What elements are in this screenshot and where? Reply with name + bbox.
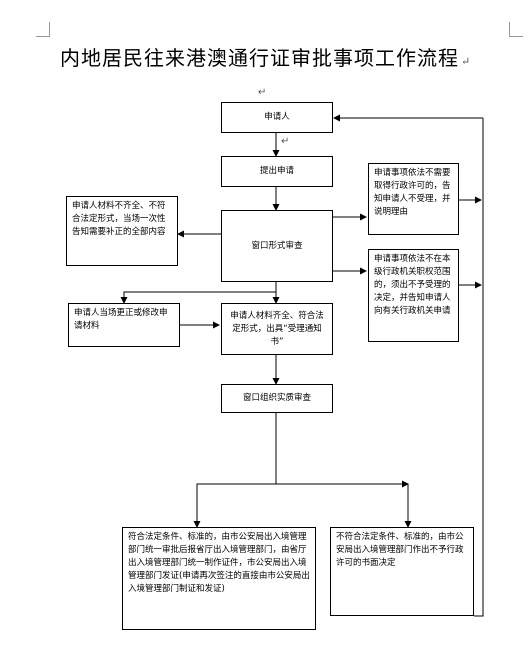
page-corner-mark-right-h bbox=[509, 36, 523, 37]
return-mark-a: ↵ bbox=[258, 87, 266, 98]
page-corner-mark-right-v bbox=[509, 22, 510, 36]
return-mark: ↵ bbox=[461, 55, 472, 68]
box-rejected: 不符合法定条件、标准的，由市公安局出入境管理部门作出不予行政许可的书面决定 bbox=[330, 527, 474, 616]
box-substantive-review: 窗口组织实质审查 bbox=[221, 384, 333, 413]
page-corner-mark-left-v bbox=[49, 22, 50, 36]
document-title-text: 内地居民往来港澳通行证审批事项工作流程 bbox=[60, 46, 459, 70]
arrow-review-to-branch bbox=[120, 282, 277, 304]
box-incomplete-materials: 申请人材料不齐全、不符合法定形式，当场一次性告知需要补正的全部内容 bbox=[66, 196, 178, 266]
box-no-permit-needed: 申请事项依法不需要取得行政许可的，告知申请人不受理，并说明理由 bbox=[368, 163, 459, 235]
box-correction: 申请人当场更正或修改申请材料 bbox=[68, 303, 180, 347]
return-mark-b: ↵ bbox=[281, 136, 289, 147]
box-out-of-scope: 申请事项依法不在本级行政机关职权范围的，须出不予受理的决定，并告知申请人向有关行… bbox=[368, 249, 459, 342]
box-submit: 提出申请 bbox=[221, 156, 333, 187]
box-approved: 符合法定条件、标准的，由市公安局出入境管理部门统一审批后报省厅出入境管理部门，由… bbox=[122, 527, 316, 630]
box-window-review: 窗口形式审查 bbox=[221, 210, 333, 282]
page-corner-mark-left-h bbox=[36, 36, 50, 37]
box-complete-materials: 申请人材料齐全、符合法定形式，出具“受理通知书” bbox=[221, 303, 333, 355]
return-line-to-applicant bbox=[474, 118, 484, 617]
document-title: 内地居民往来港澳通行证审批事项工作流程↵ bbox=[60, 42, 520, 71]
arrow-substantive-to-outcomes bbox=[193, 413, 277, 528]
box-applicant: 申请人 bbox=[221, 102, 333, 133]
